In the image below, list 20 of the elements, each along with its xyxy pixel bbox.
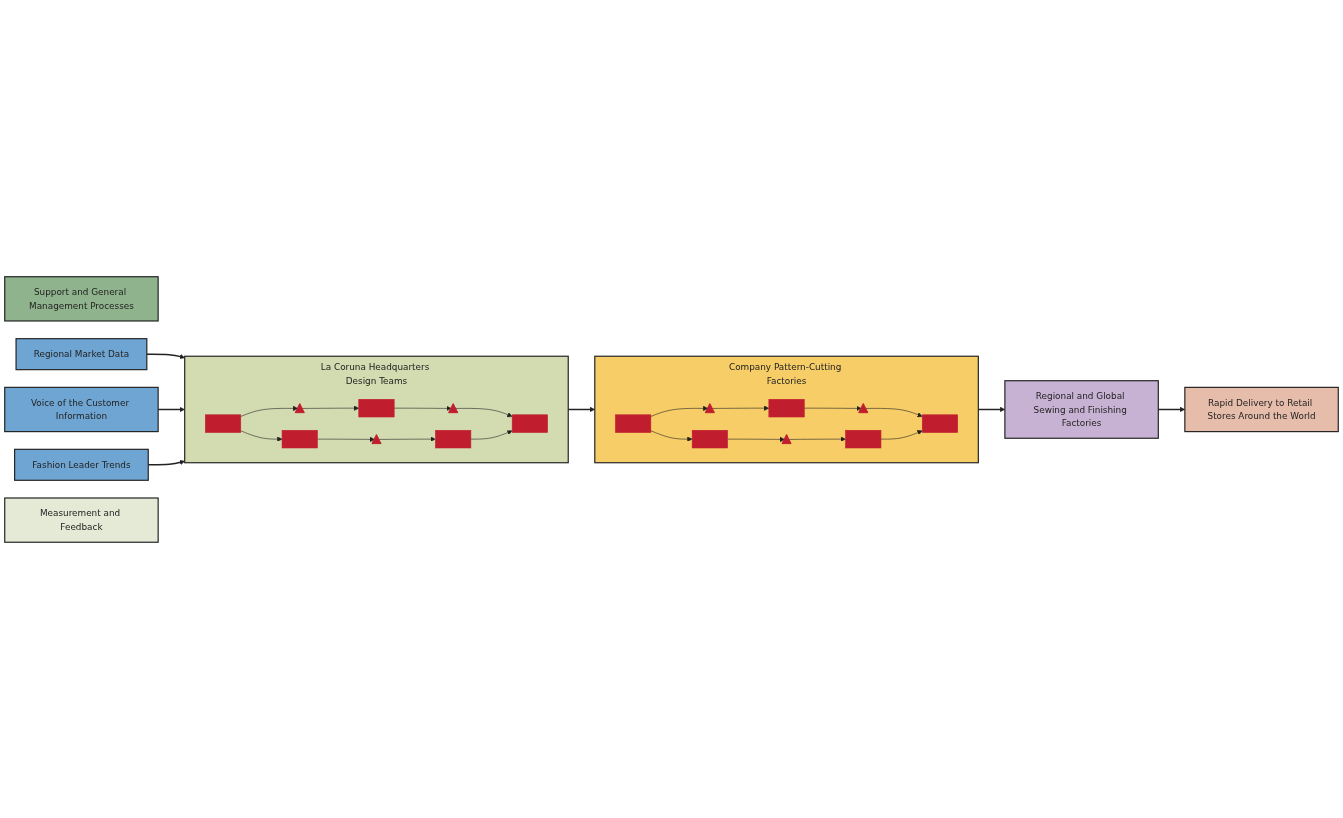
node-box (281, 429, 318, 448)
cluster: Company Pattern-Cutting Factories (594, 355, 979, 463)
node-box: Regional Market Data (15, 337, 148, 370)
node-box (358, 398, 395, 417)
node-box (205, 414, 242, 433)
node-box (615, 414, 652, 433)
cluster: La Coruna Headquarters Design Teams (184, 355, 569, 463)
node-box (691, 429, 728, 448)
node-box: Rapid Delivery to Retail Stores Around the World (1184, 386, 1339, 432)
node-box (845, 429, 882, 448)
node-box: Support and General Management Processes (4, 275, 159, 322)
node-box: Voice of the Customer Information (4, 386, 159, 432)
node-box (435, 429, 472, 448)
node-box: Regional and Global Sewing and Finishing Factories (1004, 379, 1159, 439)
node-box: Measurement and Feedback (4, 496, 159, 543)
arrow (146, 352, 185, 359)
node-box (511, 414, 548, 433)
node-box (922, 414, 958, 433)
node-box (768, 398, 805, 417)
node-box: Fashion Leader Trends (14, 448, 149, 481)
